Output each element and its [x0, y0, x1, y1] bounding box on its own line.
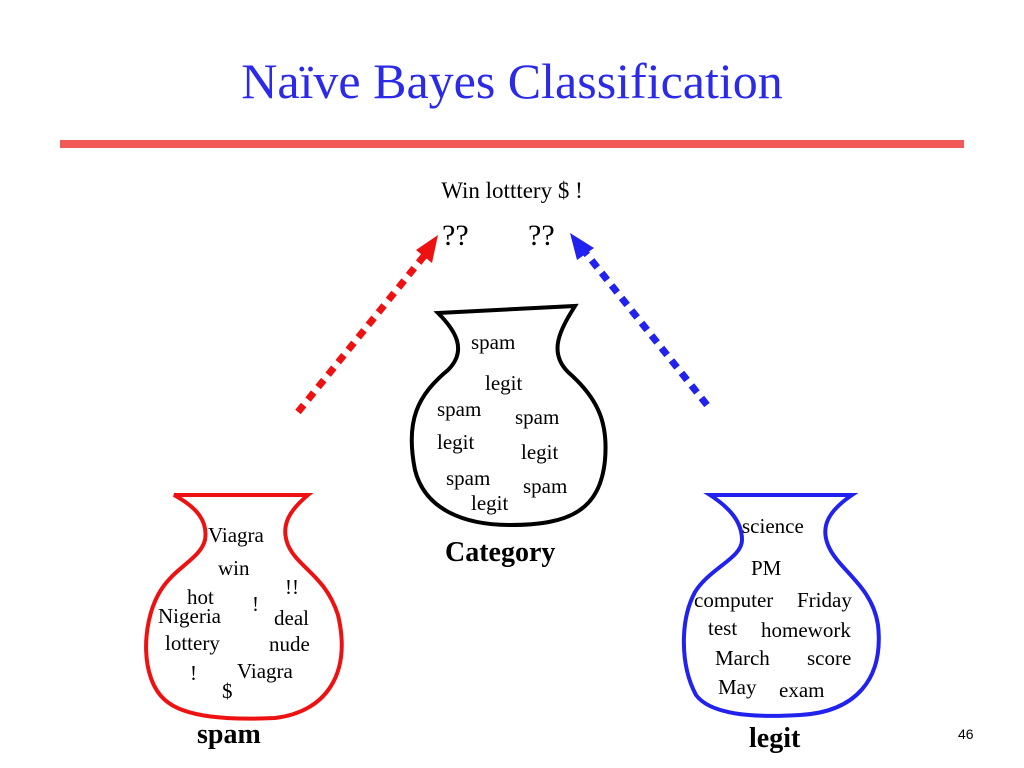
spam-word: lottery: [165, 631, 220, 655]
legit-word: March: [715, 646, 770, 670]
legit-arrow: [570, 233, 710, 408]
category-word: legit: [521, 440, 558, 464]
legit-jar-caption: legit: [749, 723, 801, 754]
legit-word: test: [708, 616, 737, 640]
spam-jar-caption: spam: [197, 719, 261, 750]
spam-word: hot: [187, 585, 214, 609]
category-jar-caption: Category: [445, 537, 555, 568]
category-word: spam: [515, 405, 559, 429]
legit-word: science: [742, 514, 804, 538]
spam-word: Viagra: [208, 523, 265, 547]
title-divider: [60, 140, 964, 148]
spam-word: !: [190, 661, 197, 685]
spam-word: deal: [274, 606, 309, 630]
spam-word: !!: [285, 575, 299, 599]
category-word: legit: [437, 430, 474, 454]
legit-word: PM: [751, 556, 782, 580]
spam-word: $: [222, 679, 233, 703]
spam-word: Nigeria: [158, 604, 222, 628]
category-word: legit: [485, 371, 522, 395]
legit-word: May: [718, 675, 757, 699]
legit-word: exam: [779, 678, 824, 702]
legit-word: homework: [761, 618, 851, 642]
spam-word: win: [218, 556, 250, 580]
legit-word: score: [807, 646, 851, 670]
unknown-mark-right: ??: [528, 219, 555, 252]
category-word: spam: [437, 397, 481, 421]
category-jar-outline: [409, 303, 608, 528]
spam-jar-outline: [144, 493, 344, 721]
spam-word: Viagra: [237, 659, 294, 683]
unknown-mark-left: ??: [442, 219, 469, 252]
legit-word: computer: [694, 588, 773, 612]
category-word: legit: [471, 491, 508, 515]
spam-arrow: [295, 235, 438, 415]
legit-jar-outline: [681, 493, 881, 718]
legit-word: Friday: [797, 588, 852, 612]
page-number: 46: [958, 726, 974, 742]
category-word: spam: [446, 466, 490, 490]
slide-title: Naïve Bayes Classification: [241, 53, 783, 109]
category-word: spam: [471, 330, 515, 354]
query-text: Win lotttery $ !: [441, 178, 583, 203]
spam-word: nude: [269, 632, 310, 656]
category-word: spam: [523, 474, 567, 498]
spam-word: !: [252, 592, 259, 616]
